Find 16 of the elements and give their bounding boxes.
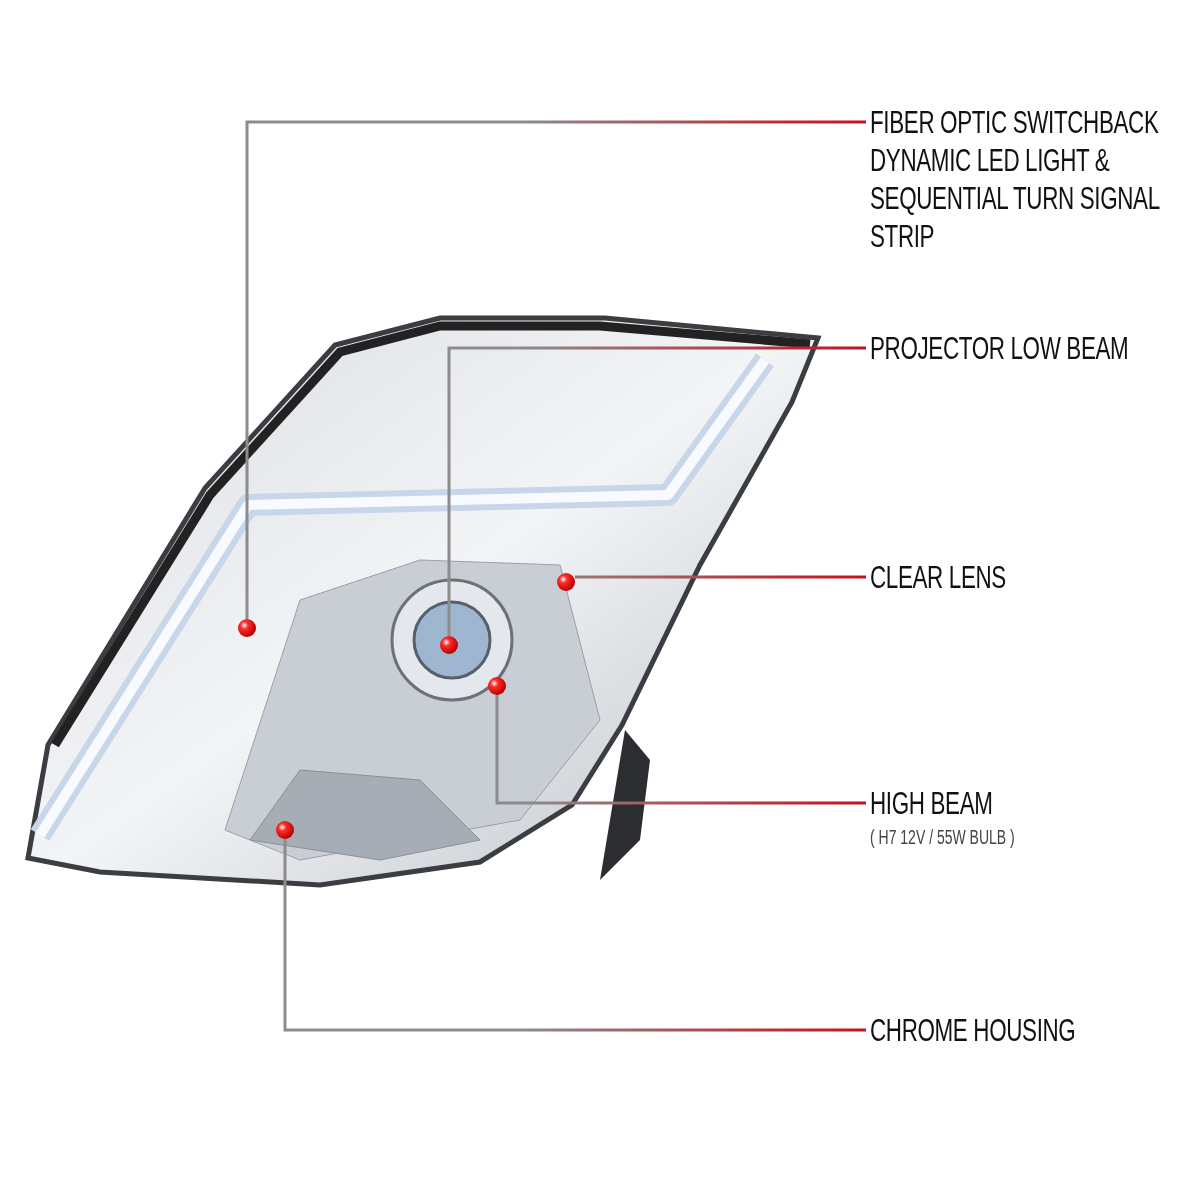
- leader-line: [575, 575, 866, 579]
- callout-dot: [276, 821, 294, 839]
- callout-note: ( H7 12V / 55W BULB ): [870, 825, 1016, 850]
- callout-label: FIBER OPTIC SWITCHBACK DYNAMIC LED LIGHT & SEQUENTIAL TURN SIGNAL STRIP: [870, 103, 1161, 255]
- callout-dot: [238, 619, 256, 637]
- leader-line: [245, 120, 866, 619]
- callout-dot: [488, 677, 506, 695]
- leader-line: [283, 839, 866, 1032]
- callout-label: CLEAR LENS: [870, 558, 1007, 596]
- callout-dot: [557, 573, 575, 591]
- callout-dot: [440, 636, 458, 654]
- callout-label: PROJECTOR LOW BEAM: [870, 329, 1130, 367]
- leader-line: [447, 346, 866, 636]
- leader-line: [495, 695, 866, 805]
- callout-label: HIGH BEAM: [870, 784, 994, 822]
- callout-label: CHROME HOUSING: [870, 1011, 1077, 1049]
